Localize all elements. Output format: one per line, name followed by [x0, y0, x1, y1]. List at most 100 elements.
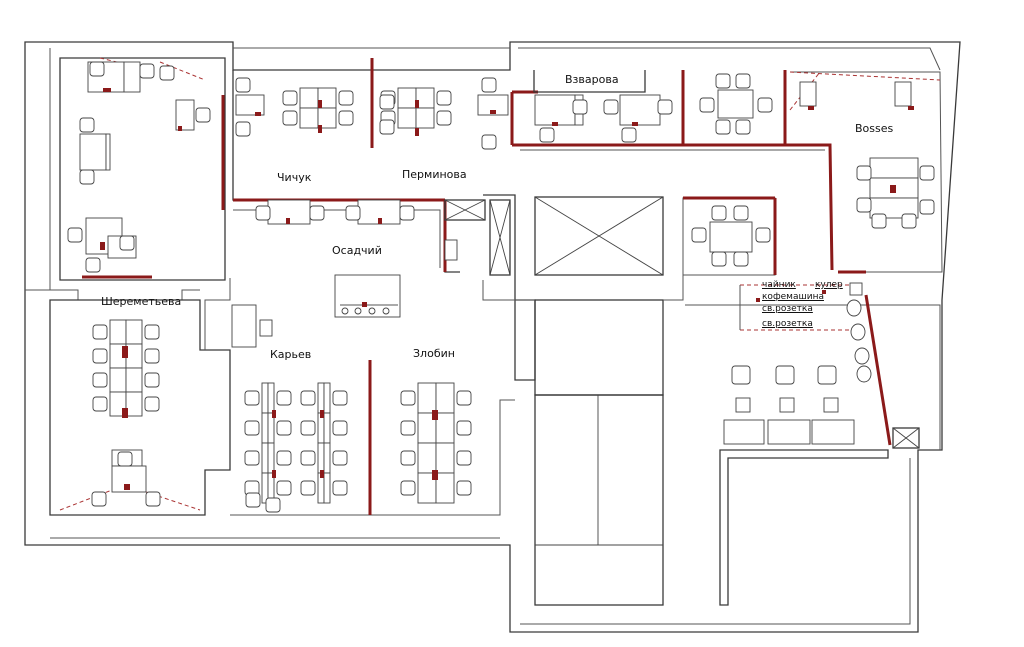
desk [767, 419, 811, 445]
chair [300, 420, 316, 436]
chair [338, 110, 354, 126]
chair [871, 213, 887, 229]
chair [757, 97, 773, 113]
furniture-layer [67, 61, 935, 513]
outer-walls [24, 41, 961, 633]
power-outlet-marker [320, 410, 324, 418]
desk [415, 107, 435, 129]
power-outlet-marker [415, 100, 419, 108]
chair [345, 205, 361, 221]
power-outlet-marker [272, 410, 276, 418]
chair [282, 90, 298, 106]
chair [144, 324, 160, 340]
power-outlet-marker [318, 100, 322, 108]
desk [723, 419, 765, 445]
power-outlet-marker [632, 122, 638, 126]
chair [276, 450, 292, 466]
chair [282, 110, 298, 126]
chair [711, 251, 727, 267]
desk [435, 412, 455, 444]
desk [799, 81, 817, 107]
chair [436, 90, 452, 106]
desk [323, 442, 331, 474]
chair [919, 199, 935, 215]
chair [436, 110, 452, 126]
desk [417, 382, 437, 414]
chair [79, 169, 95, 185]
desk [317, 107, 337, 129]
chair [456, 450, 472, 466]
chair [850, 323, 866, 341]
desk [125, 343, 143, 369]
room-label-vzvarova: Взварова [565, 73, 619, 86]
chair [539, 127, 555, 143]
desk [175, 99, 195, 131]
chair [735, 73, 751, 89]
chair [711, 205, 727, 221]
chair [400, 420, 416, 436]
chair [731, 365, 751, 385]
chair [456, 480, 472, 496]
power-outlet-marker [890, 185, 896, 193]
chair [92, 324, 108, 340]
desk [235, 94, 265, 116]
desk [261, 382, 269, 414]
chair [399, 205, 415, 221]
chair [276, 480, 292, 496]
chair [119, 235, 135, 251]
chair [300, 390, 316, 406]
chair [400, 390, 416, 406]
chair [856, 365, 872, 383]
desk [717, 89, 754, 119]
chair [300, 480, 316, 496]
desk [317, 442, 325, 474]
desk [79, 133, 107, 171]
room-top-left [50, 57, 226, 301]
desk [444, 239, 458, 261]
desk [261, 412, 269, 444]
chair [139, 63, 155, 79]
kitchen-label-socket-2: св.розетка [762, 319, 813, 329]
power-outlet-marker [178, 126, 182, 131]
room-label-bosses: Bosses [855, 122, 894, 135]
power-outlet-marker [552, 122, 558, 126]
desk [317, 382, 325, 414]
chair [91, 491, 107, 507]
desk [849, 282, 863, 296]
desk [299, 107, 319, 129]
room-label-karev: Карьев [270, 348, 312, 361]
chair [245, 492, 261, 508]
chair [715, 73, 731, 89]
desk [811, 419, 855, 445]
power-outlet-marker [756, 298, 760, 302]
power-outlet-marker [103, 88, 111, 92]
desk [779, 397, 795, 413]
chair [332, 450, 348, 466]
chair [481, 134, 497, 150]
kitchen-label-socket-1: св.розетка [762, 304, 813, 314]
chair [195, 107, 211, 123]
chair [117, 451, 133, 467]
center-core [444, 194, 777, 606]
chair [92, 372, 108, 388]
chair [89, 61, 105, 77]
chair [235, 121, 251, 137]
desk [261, 442, 269, 474]
chair [400, 480, 416, 496]
chair [300, 450, 316, 466]
power-outlet-marker [490, 110, 496, 114]
chair [255, 205, 271, 221]
kitchen-label-cooler: кулер [815, 280, 843, 290]
chair [691, 227, 707, 243]
desk [477, 94, 509, 116]
power-outlet-marker [908, 106, 914, 110]
desk [323, 382, 331, 414]
chair [144, 372, 160, 388]
chair [79, 117, 95, 133]
chair [265, 497, 281, 513]
kitchen-label-coffee-machine: кофемашина [762, 292, 824, 302]
desk [435, 472, 455, 504]
desk [125, 319, 143, 345]
desk [823, 397, 839, 413]
power-outlet-marker [808, 106, 814, 110]
